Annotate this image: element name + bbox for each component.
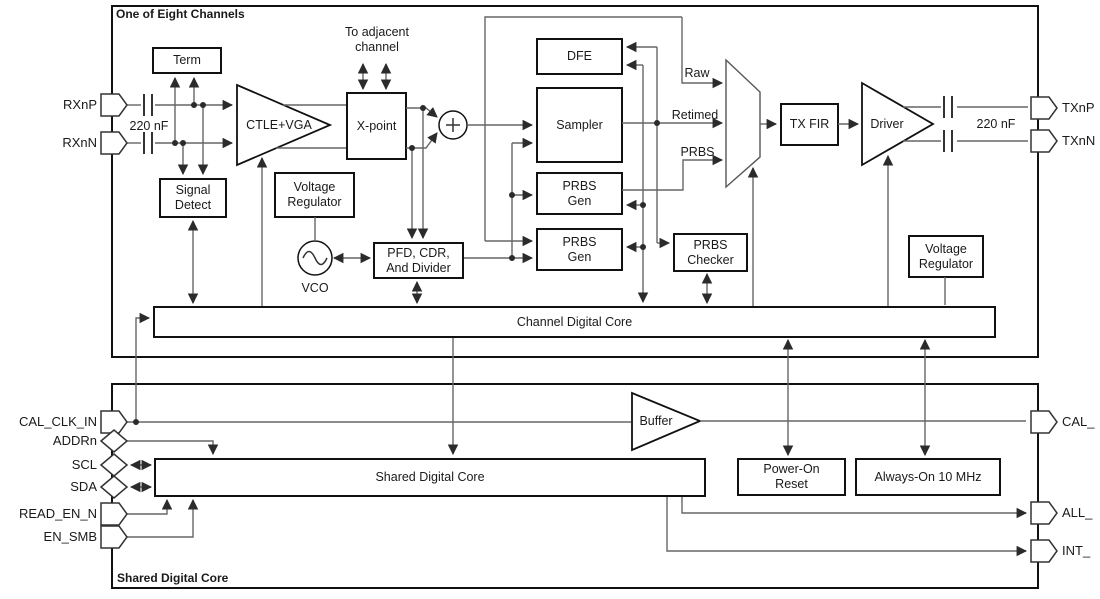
retimed-path-label: Retimed (671, 108, 719, 122)
all-pin-label: ALL_ (1062, 505, 1093, 520)
xpoint-block: X-point (346, 92, 407, 160)
cal-clk-in-pin-label: CAL_CLK_IN (18, 414, 97, 429)
buffer-label: Buffer (639, 414, 673, 428)
sampler-block: Sampler (536, 87, 623, 163)
shared-digital-core-bar: Shared Digital Core (154, 458, 706, 497)
vco-label: VCO (301, 281, 329, 295)
channel-section-box (111, 5, 1039, 358)
channel-digital-core-bar: Channel Digital Core (153, 306, 996, 338)
prbs-gen2-block: PRBS Gen (536, 228, 623, 271)
voltage-regulator-left-block: Voltage Regulator (274, 172, 355, 218)
int-pin-label: INT_ (1062, 543, 1091, 558)
prbs-checker-block: PRBS Checker (673, 233, 748, 272)
pfd-cdr-divider-block: PFD, CDR, And Divider (373, 242, 464, 279)
tx-cap-value-label: 220 nF (976, 117, 1016, 131)
read-en-n-pin-label: READ_EN_N (18, 506, 97, 521)
cal-clk-out-pin-label: CAL_ (1062, 414, 1095, 429)
signal-detect-block: Signal Detect (159, 178, 227, 218)
txnn-pin-label: TXnN (1062, 133, 1096, 148)
ctle-vga-label: CTLE+VGA (246, 118, 312, 132)
always-on-10mhz-block: Always-On 10 MHz (855, 458, 1001, 496)
dfe-block: DFE (536, 38, 623, 75)
to-adjacent-channel-label: To adjacent channel (345, 25, 409, 54)
scl-pin-label: SCL (71, 457, 97, 472)
rx-cap-value-label: 220 nF (129, 119, 169, 133)
sda-pin-label: SDA (70, 479, 97, 494)
rxnn-pin-label: RXnN (62, 135, 97, 150)
power-on-reset-block: Power-On Reset (737, 458, 846, 496)
tx-fir-block: TX FIR (780, 103, 839, 146)
shared-section-title: Shared Digital Core (117, 571, 229, 585)
addrn-pin-label: ADDRn (52, 433, 97, 448)
driver-label: Driver (870, 117, 904, 131)
term-block: Term (152, 47, 222, 74)
channel-section-title: One of Eight Channels (116, 7, 245, 21)
raw-path-label: Raw (684, 66, 710, 80)
prbs-gen1-block: PRBS Gen (536, 172, 623, 215)
txnp-pin-label: TXnP (1062, 100, 1095, 115)
prbs-path-label: PRBS (680, 145, 715, 159)
voltage-regulator-right-block: Voltage Regulator (908, 235, 984, 278)
rxnp-pin-label: RXnP (63, 97, 97, 112)
en-smb-pin-label: EN_SMB (43, 529, 97, 544)
